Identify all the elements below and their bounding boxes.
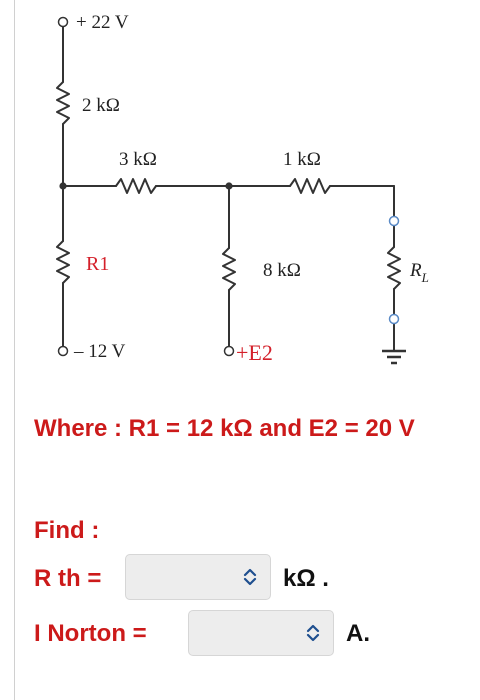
node-middle [225, 182, 233, 190]
ground-icon [382, 349, 406, 365]
label-e2: +E2 [236, 340, 273, 365]
node-left [59, 182, 67, 190]
label-r1: R1 [86, 253, 109, 275]
label-rl-main: R [409, 260, 422, 281]
circuit-diagram: + 22 V 2 kΩ 3 kΩ 1 kΩ R1 8 kΩ RL – 12 V … [56, 12, 429, 365]
label-r-top: 2 kΩ [82, 95, 120, 116]
resistor-1k [289, 178, 331, 194]
label-r-1k: 1 kΩ [283, 149, 321, 170]
label-rl: RL [409, 260, 429, 285]
terminal-bottom-supply [57, 345, 69, 357]
resistor-r1 [56, 240, 70, 284]
label-top-supply: + 22 V [76, 12, 129, 33]
rth-label: R th = [34, 565, 102, 592]
terminal-rl-bottom [388, 313, 400, 325]
inorton-select[interactable] [188, 610, 334, 656]
given-values-text: Where : R1 = 12 kΩ and E2 = 20 V [34, 415, 415, 442]
label-rl-subscript: L [421, 270, 429, 285]
label-r-8k: 8 kΩ [263, 260, 301, 281]
resistor-2k [56, 81, 70, 125]
find-label: Find : [34, 517, 100, 544]
chevron-updown-icon [306, 624, 320, 642]
label-bottom-supply: – 12 V [73, 341, 126, 362]
inorton-label: I Norton = [34, 620, 147, 647]
terminal-rl-top [388, 215, 400, 227]
resistor-8k [222, 247, 236, 291]
left-border [14, 0, 15, 700]
resistor-rl [387, 246, 401, 290]
label-r-3k: 3 kΩ [119, 149, 157, 170]
terminal-top-supply [57, 16, 69, 28]
resistor-3k [115, 178, 157, 194]
chevron-updown-icon [243, 568, 257, 586]
inorton-unit: A. [346, 620, 370, 647]
terminal-e2 [223, 345, 235, 357]
rth-unit: kΩ . [283, 565, 329, 592]
rth-select[interactable] [125, 554, 271, 600]
